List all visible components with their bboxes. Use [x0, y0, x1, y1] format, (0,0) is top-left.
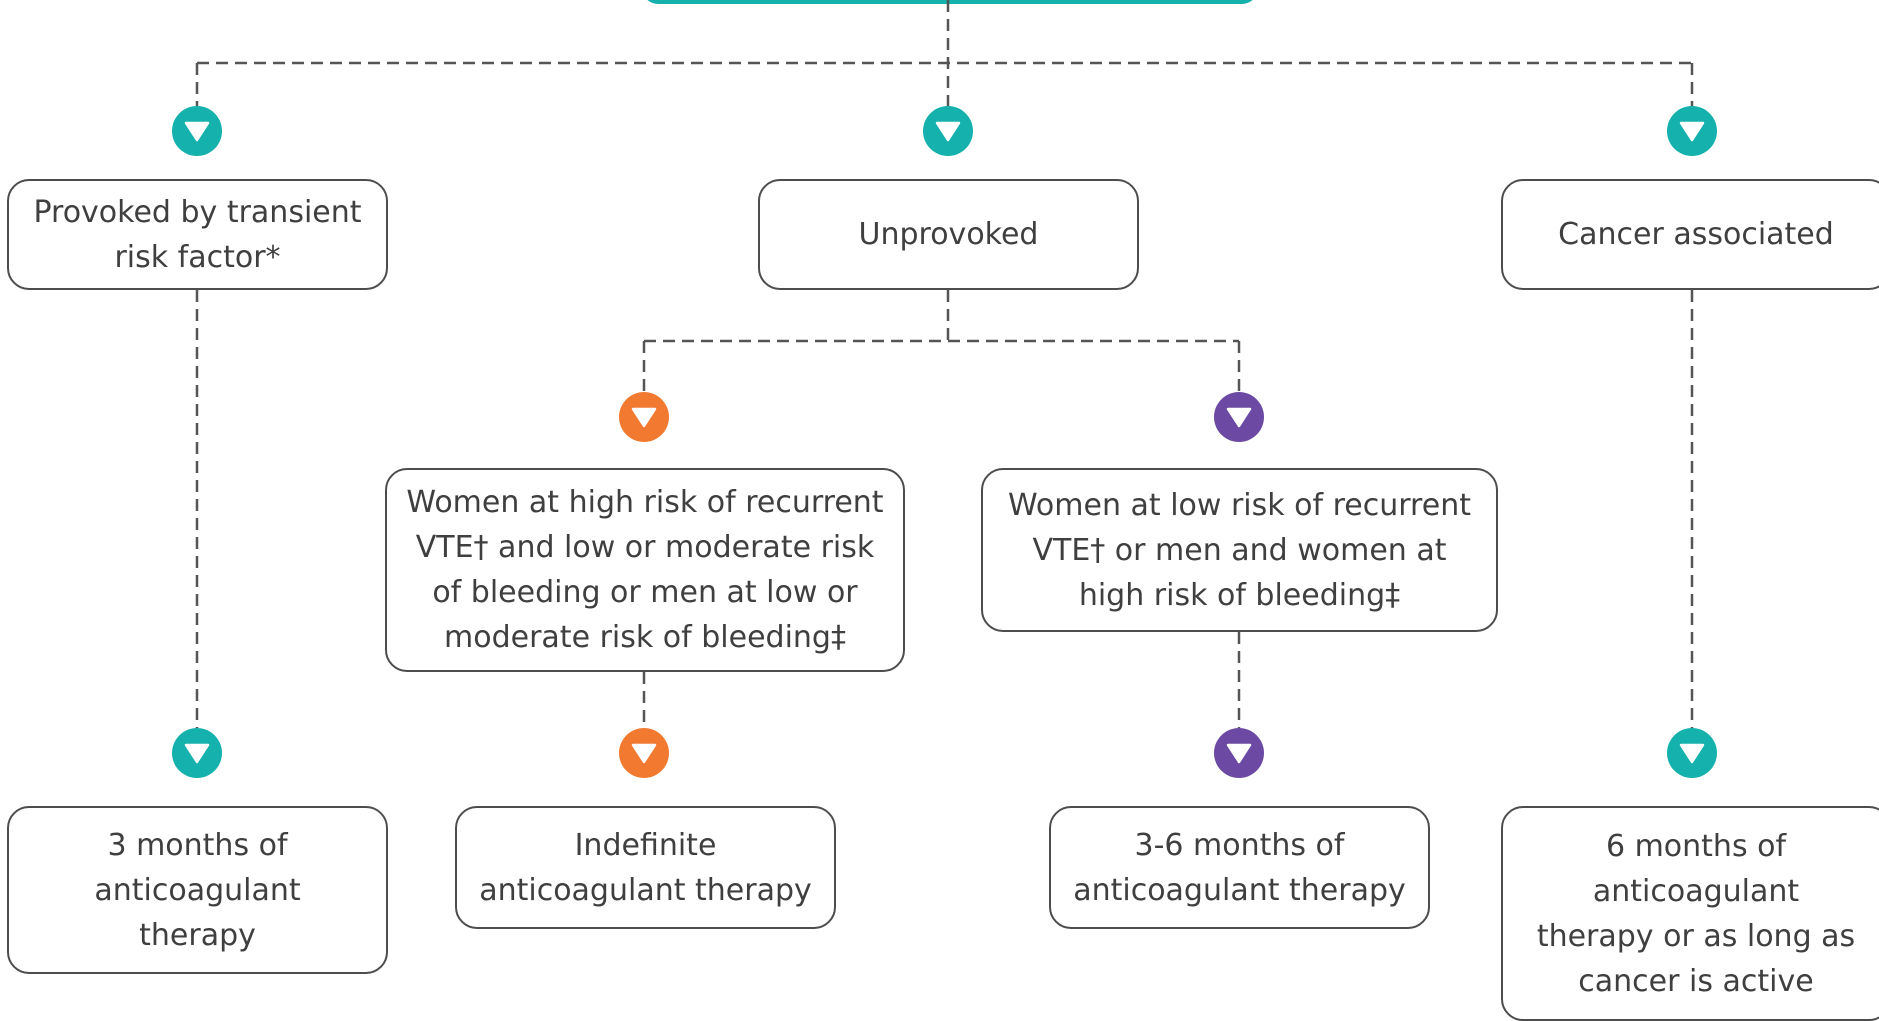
node-three-months-label: 3 months of anticoagulant therapy	[94, 827, 301, 953]
node-six-months-label: 6 months of anticoagulant therapy or as …	[1536, 828, 1856, 999]
arrow-down-icon	[172, 106, 222, 156]
arrow-down-icon	[923, 106, 973, 156]
node-three-six-months-label: 3-6 months of anticoagulant therapy	[1073, 827, 1406, 908]
node-provoked-label: Provoked by transient risk factor*	[33, 194, 362, 275]
node-high-risk-label: Women at high risk of recurrent VTE† and…	[406, 485, 884, 655]
node-cancer-label: Cancer associated	[1558, 217, 1834, 252]
arrow-down-icon	[619, 728, 669, 778]
node-three-six-months: 3-6 months of anticoagulant therapy	[1049, 806, 1430, 929]
arrow-down-icon	[1214, 392, 1264, 442]
arrow-down-icon	[172, 728, 222, 778]
arrow-down-icon	[1667, 106, 1717, 156]
arrow-down-icon	[1214, 728, 1264, 778]
node-three-months: 3 months of anticoagulant therapy	[7, 806, 388, 974]
top-node-edge	[642, 0, 1258, 4]
node-cancer-associated: Cancer associated	[1501, 179, 1879, 290]
node-provoked: Provoked by transient risk factor*	[7, 179, 388, 290]
node-low-risk: Women at low risk of recurrent VTE† or m…	[981, 468, 1498, 632]
node-unprovoked: Unprovoked	[758, 179, 1139, 290]
node-six-months: 6 months of anticoagulant therapy or as …	[1501, 806, 1879, 1021]
node-indefinite: Indefinite anticoagulant therapy	[455, 806, 836, 929]
arrow-down-icon	[619, 392, 669, 442]
node-indefinite-label: Indefinite anticoagulant therapy	[479, 827, 812, 908]
node-low-risk-label: Women at low risk of recurrent VTE† or m…	[1008, 487, 1471, 613]
arrow-down-icon	[1667, 728, 1717, 778]
node-high-risk: Women at high risk of recurrent VTE† and…	[385, 468, 905, 672]
node-unprovoked-label: Unprovoked	[858, 217, 1039, 252]
